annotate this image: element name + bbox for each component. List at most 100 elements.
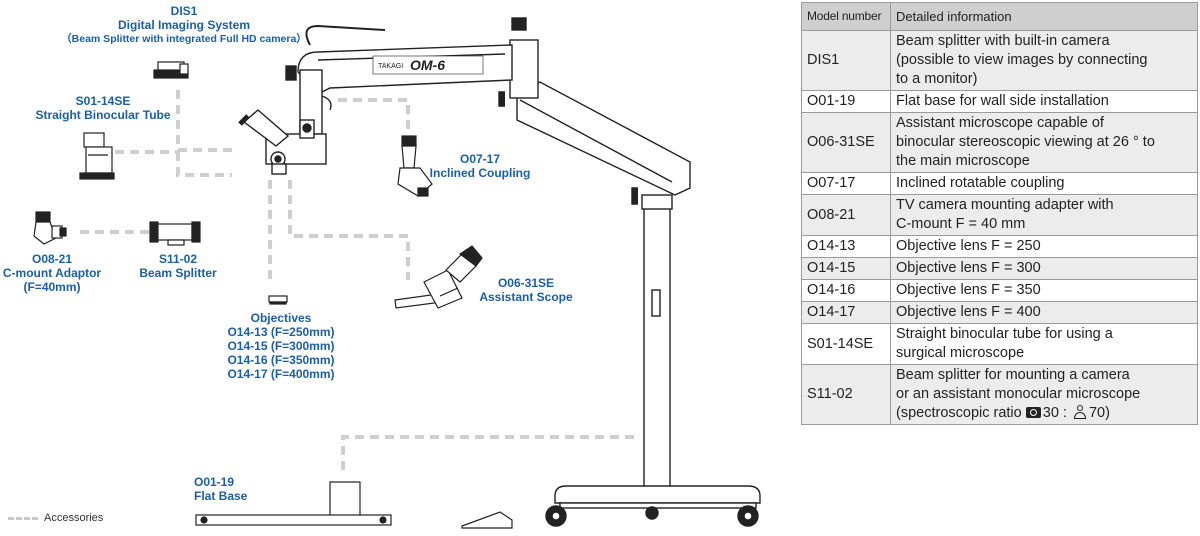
label-objective-item: O14-17 (F=400mm) — [227, 367, 335, 381]
label-o07-code: O07-17 — [459, 152, 501, 166]
observer-icon — [1073, 405, 1087, 419]
label-dis1-name: Digital Imaging System — [117, 18, 251, 32]
label-o08-name: C-mount Adaptor — [2, 266, 102, 280]
s01-illustration — [79, 132, 115, 180]
table-body: DIS1 Beam splitter with built-in camera (p… — [801, 30, 1198, 425]
model-number-cell: S01-14SE — [801, 323, 891, 365]
table-row: O01-19 Flat base for wall side installati… — [801, 90, 1198, 113]
s11-illustration — [149, 221, 201, 246]
objective-illustration — [268, 295, 288, 305]
table-row: O07-17 Inclined rotatable coupling — [801, 172, 1198, 195]
column-header-info: Detailed information — [890, 2, 1198, 31]
o07-illustration — [397, 135, 433, 197]
label-dis1: DIS1 Digital Imaging System （Beam Splitt… — [54, 4, 314, 46]
model-number-cell: O14-17 — [801, 301, 891, 324]
label-o06: O06-31SE Assistant Scope — [466, 276, 586, 304]
model-number-cell: O01-19 — [801, 90, 891, 113]
label-objectives: Objectives O14-13 (F=250mm) O14-15 (F=30… — [208, 311, 354, 381]
detail-line: the main microscope — [896, 153, 1030, 169]
label-o06-code: O06-31SE — [497, 276, 555, 290]
ratio-suffix: ) — [1105, 405, 1110, 421]
foot-pedal — [461, 511, 513, 529]
accessory-diagram: TAKAGI OM-6 — [0, 4, 761, 529]
table-row: O14-17 Objective lens F = 400 — [801, 301, 1198, 324]
detail-line: Beam splitter for mounting a camera — [896, 367, 1130, 383]
label-objective-item: O14-13 (F=250mm) — [227, 325, 335, 339]
label-s01-code: S01-14SE — [75, 94, 131, 108]
detail-cell: Objective lens F = 300 — [890, 257, 1198, 280]
detail-line: (possible to view images by connecting — [896, 52, 1148, 68]
detail-cell: Objective lens F = 250 — [890, 235, 1198, 258]
detail-line: Straight binocular tube for using a — [896, 326, 1113, 342]
model-number-cell: O07-17 — [801, 172, 891, 195]
o01-illustration — [195, 481, 392, 526]
table-row: DIS1 Beam splitter with built-in camera (p… — [801, 30, 1198, 91]
detail-line: TV camera mounting adapter with — [896, 197, 1114, 213]
camera-icon — [1025, 407, 1041, 418]
ratio-camera-value: 30 — [1042, 405, 1059, 421]
label-s01: S01-14SE Straight Binocular Tube — [18, 94, 188, 122]
detail-cell: Beam splitter with built-in camera (possi… — [890, 30, 1198, 91]
detail-line: Inclined rotatable coupling — [896, 175, 1065, 191]
label-o01-name: Flat Base — [194, 489, 248, 503]
legend-label: Accessories — [44, 512, 104, 524]
o08-illustration — [33, 211, 67, 245]
detail-line: C-mount F = 40 mm — [896, 216, 1026, 232]
model-number-cell: S11-02 — [801, 364, 891, 425]
ratio-prefix: (spectroscopic ratio — [896, 405, 1022, 421]
detail-line: Objective lens F = 250 — [896, 238, 1041, 254]
detail-line: to a monitor) — [896, 71, 978, 87]
table-row: O14-13 Objective lens F = 250 — [801, 235, 1198, 258]
column-header-model: Model number — [801, 2, 891, 31]
label-o07: O07-17 Inclined Coupling — [420, 152, 540, 180]
detail-line: Objective lens F = 300 — [896, 260, 1041, 276]
detail-cell: Objective lens F = 350 — [890, 279, 1198, 302]
model-number-cell: DIS1 — [801, 30, 891, 91]
model-number-cell: O14-13 — [801, 235, 891, 258]
label-objectives-name: Objectives — [250, 311, 312, 325]
o06-illustration — [394, 245, 483, 309]
detail-line: or an assistant monocular microscope — [896, 386, 1141, 402]
model-mark: OM-6 — [410, 57, 445, 73]
detail-line: Objective lens F = 400 — [896, 304, 1041, 320]
detail-line: Beam splitter with built-in camera — [896, 33, 1110, 49]
label-o06-name: Assistant Scope — [479, 290, 573, 304]
label-o07-name: Inclined Coupling — [429, 166, 531, 180]
legend-dash-swatch — [8, 516, 38, 520]
detail-line: Assistant microscope capable of — [896, 115, 1104, 131]
label-o08-sub: (F=40mm) — [23, 280, 81, 294]
label-dis1-sub: （Beam Splitter with integrated Full HD c… — [61, 33, 307, 45]
label-s11-code: S11-02 — [158, 252, 198, 266]
brand-mark: TAKAGI — [378, 63, 403, 70]
label-o08-code: O08-21 — [31, 252, 73, 266]
detail-cell: Beam splitter for mounting a camera or an… — [890, 364, 1198, 425]
label-o01-code: O01-19 — [194, 475, 235, 489]
detail-cell: Objective lens F = 400 — [890, 301, 1198, 324]
label-objective-item: O14-15 (F=300mm) — [227, 339, 335, 353]
label-o08: O08-21 C-mount Adaptor (F=40mm) — [0, 252, 104, 294]
diagram-drawing: TAKAGI OM-6 — [33, 17, 761, 529]
dis1-illustration — [153, 61, 189, 79]
detail-line: Objective lens F = 350 — [896, 282, 1041, 298]
detail-cell: Inclined rotatable coupling — [890, 172, 1198, 195]
brand-plate: TAKAGI OM-6 — [372, 55, 484, 75]
label-s11: S11-02 Beam Splitter — [126, 252, 230, 280]
label-objective-item: O14-16 (F=350mm) — [227, 353, 335, 367]
detail-line: Flat base for wall side installation — [896, 93, 1109, 109]
connector-lines — [80, 90, 636, 470]
label-s11-name: Beam Splitter — [139, 266, 217, 280]
model-number-cell: O06-31SE — [801, 112, 891, 173]
ratio-observer-value: 70 — [1088, 405, 1106, 421]
ratio-separator: : — [1062, 405, 1067, 421]
spectroscopic-ratio: (spectroscopic ratio 30 : 70) — [896, 404, 1192, 423]
